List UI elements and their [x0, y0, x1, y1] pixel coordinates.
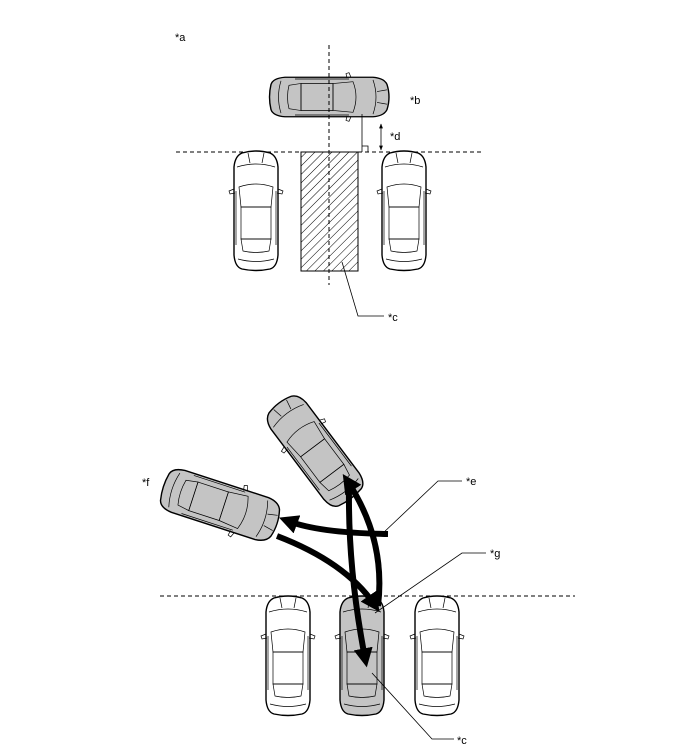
arrow-reverse-into-space [345, 489, 373, 668]
parked-car-right-bottom [409, 595, 465, 717]
parked-car-right-top [376, 150, 432, 272]
parked-car-left-top [228, 150, 284, 272]
label-a: *a [175, 32, 186, 44]
leader-c-bottom [371, 672, 454, 740]
leader-c-top [341, 261, 384, 317]
leader-e [381, 480, 462, 535]
label-d: *d [390, 131, 400, 143]
vehicle-f [154, 460, 287, 550]
label-b: *b [410, 95, 420, 107]
parking-space-hatched [300, 151, 359, 272]
leader-g [374, 552, 486, 614]
right-angle-mark [362, 145, 369, 152]
arrow-to-f-upper [279, 515, 389, 537]
bottom-diagram: *e *f *g *c [142, 386, 575, 747]
label-f: *f [142, 477, 150, 489]
arrow-to-f-lower [275, 533, 380, 612]
label-e: *e [466, 476, 476, 488]
label-c-bottom: *c [457, 735, 467, 747]
label-g: *g [490, 548, 500, 560]
top-diagram: *a *b *d *c [175, 32, 484, 324]
label-c-top: *c [388, 312, 398, 324]
parked-car-left-bottom [260, 595, 316, 717]
